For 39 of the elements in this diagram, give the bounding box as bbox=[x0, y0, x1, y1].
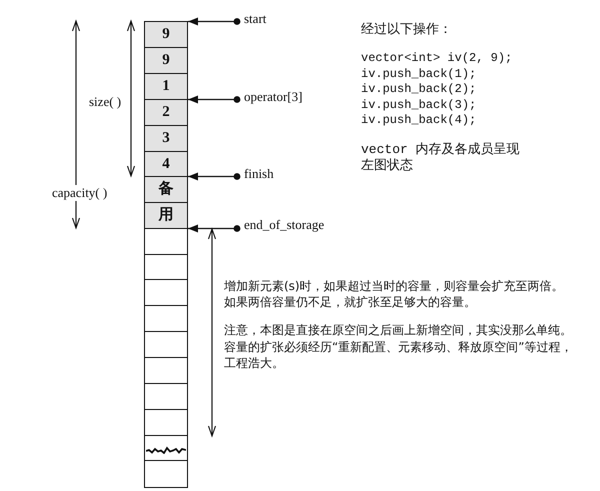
memory-cell: 4 bbox=[144, 151, 188, 177]
note-text: 增加新元素(s)时，如果超过当时的容量，则容量会扩充至两倍。 bbox=[224, 278, 564, 294]
empty-memory-cell bbox=[144, 383, 188, 410]
empty-memory-cell bbox=[144, 409, 188, 436]
memory-cell: 9 bbox=[144, 47, 188, 74]
pointer-label: finish bbox=[237, 166, 274, 181]
pointer-arrow bbox=[188, 18, 240, 26]
code-line: iv.push_back(1); bbox=[361, 66, 476, 82]
pointer-label: start bbox=[237, 11, 266, 26]
memory-cell: 1 bbox=[144, 73, 188, 100]
pointer-arrow bbox=[188, 224, 240, 232]
pointer-arrow bbox=[188, 172, 240, 180]
code-line: iv.push_back(2); bbox=[361, 81, 476, 97]
empty-memory-cell bbox=[144, 228, 188, 255]
memory-cell: 用 bbox=[144, 202, 188, 229]
note-text: 容量的扩张必须经历“重新配置、元素移动、释放原空间”等过程，工程浩大。 bbox=[224, 339, 574, 371]
note-text: 如果两倍容量仍不足，就扩张至足够大的容量。 bbox=[224, 294, 476, 310]
pointer-arrow bbox=[188, 96, 240, 104]
intro-text: 经过以下操作： bbox=[361, 22, 452, 38]
pointer-label: operator[3] bbox=[237, 89, 302, 104]
memory-cell: 9 bbox=[144, 21, 188, 48]
memory-cell: 3 bbox=[144, 125, 188, 152]
code-line: iv.push_back(4); bbox=[361, 112, 476, 128]
pointer-label: end_of_storage bbox=[237, 217, 324, 232]
memory-cell: 2 bbox=[144, 99, 188, 126]
empty-memory-cell bbox=[144, 357, 188, 384]
empty-memory-cell bbox=[144, 435, 188, 461]
empty-memory-cell bbox=[144, 305, 188, 332]
note-text: vector 内存及各成员呈现左图状态 bbox=[361, 142, 521, 174]
memory-cell: 备 bbox=[144, 176, 188, 203]
note-text: 注意，本图是直接在原空间之后画上新增空间，其实没那么单纯。 bbox=[224, 322, 572, 338]
dimension-label: size( ) bbox=[89, 94, 122, 110]
empty-memory-cell bbox=[144, 331, 188, 358]
code-line: iv.push_back(3); bbox=[361, 96, 476, 112]
empty-memory-cell bbox=[144, 460, 188, 488]
dimension-label: capacity( ) bbox=[51, 185, 108, 201]
empty-memory-cell bbox=[144, 279, 188, 306]
code-line: vector<int> iv(2, 9); bbox=[361, 50, 512, 66]
empty-memory-cell bbox=[144, 254, 188, 280]
